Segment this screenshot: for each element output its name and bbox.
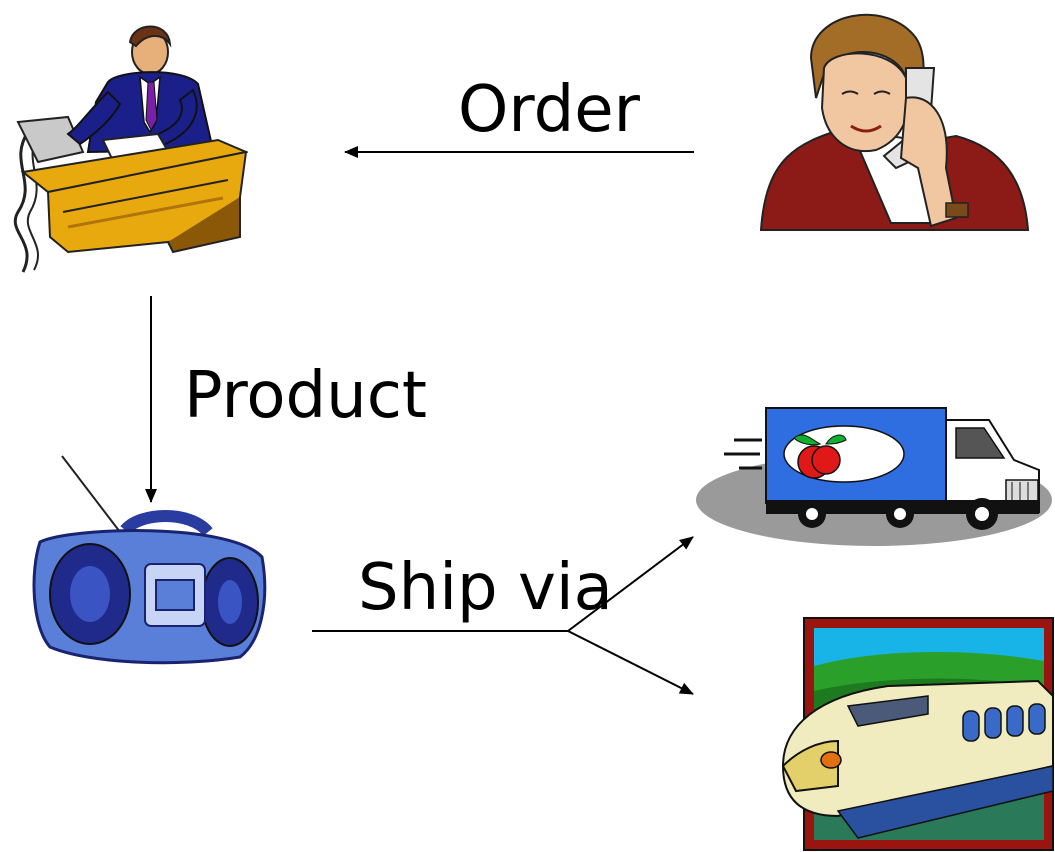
order-label: Order (458, 73, 640, 147)
customer-on-phone-icon (759, 13, 1030, 231)
ship-to-train-arrow (567, 630, 694, 695)
product-label: Product (184, 359, 427, 433)
clerk-at-desk-icon (13, 25, 248, 273)
bullet-train-icon (781, 617, 1054, 851)
ship-via-label: Ship via (358, 551, 613, 625)
delivery-truck-icon (696, 407, 1052, 546)
ship-to-truck-arrow (567, 536, 694, 632)
boombox-icon (32, 455, 267, 665)
